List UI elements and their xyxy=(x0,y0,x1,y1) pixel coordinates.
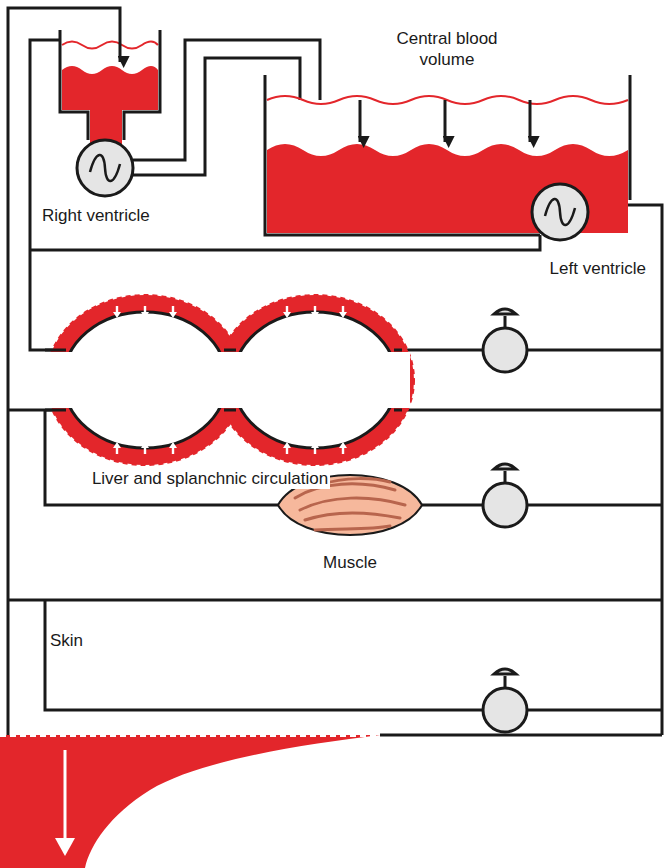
pressure-arrow xyxy=(311,306,319,318)
vessel-lines xyxy=(8,8,662,735)
pump-symbol xyxy=(77,140,133,196)
part-label: Left ventricle xyxy=(548,258,648,279)
part-label: Muscle xyxy=(321,552,379,573)
pressure-arrow xyxy=(283,442,291,454)
pressure-arrow xyxy=(141,442,149,454)
title-label: Central blood volume xyxy=(380,28,514,70)
central-reservoir xyxy=(30,75,630,250)
valve-symbols xyxy=(483,309,527,732)
right-reservoir xyxy=(60,22,160,145)
splanchnic-chambers xyxy=(40,295,414,465)
pressure-arrow xyxy=(113,306,121,318)
part-label: Right ventricle xyxy=(40,205,152,226)
part-label: Liver and splanchnic circulation xyxy=(90,468,330,489)
pressure-arrow xyxy=(283,306,291,318)
pressure-arrow xyxy=(339,306,347,318)
pressure-arrow xyxy=(141,306,149,318)
pressure-arrow xyxy=(113,442,121,454)
pressure-arrow xyxy=(169,442,177,454)
pressure-arrow xyxy=(339,442,347,454)
pressure-arrow xyxy=(169,306,177,318)
venous-pool xyxy=(0,735,380,868)
part-label: Skin xyxy=(48,630,85,651)
pressure-arrow xyxy=(311,442,319,454)
